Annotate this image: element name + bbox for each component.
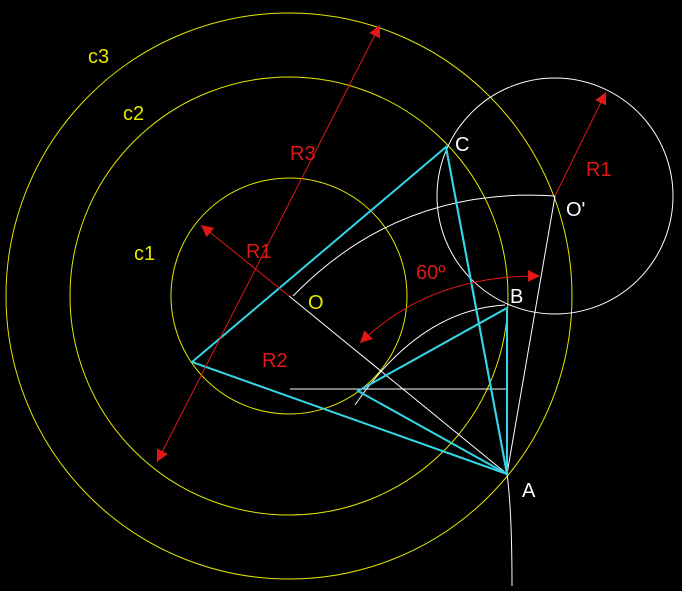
circle-c3 [5, 12, 573, 580]
dimension-r1-center [200, 224, 290, 297]
angle-arc-60 [359, 269, 541, 344]
line-o-a [288, 295, 508, 475]
label-r2: R2 [262, 350, 288, 372]
label-c2: c2 [123, 103, 144, 125]
label-point-b: B [510, 286, 523, 308]
label-point-o-prime: O' [566, 199, 585, 221]
label-point-c: C [455, 134, 469, 156]
dimension-r1-right [554, 91, 607, 197]
label-angle-60: 60º [416, 262, 446, 284]
arc-lower-construction [354, 304, 506, 406]
label-point-o: O [308, 292, 324, 314]
label-c1: c1 [134, 243, 155, 265]
label-point-a: A [522, 480, 536, 502]
triangle-small [355, 306, 508, 475]
line-a-o-prime [506, 195, 556, 475]
arc-a-radius [506, 473, 513, 587]
circle-o-prime [436, 77, 674, 315]
label-c3: c3 [88, 46, 109, 68]
label-r1-center: R1 [246, 241, 272, 263]
triangle-abc [190, 145, 509, 476]
label-r1-right: R1 [586, 159, 612, 181]
dimension-r3-r2 [156, 24, 381, 463]
label-r3: R3 [290, 143, 316, 165]
